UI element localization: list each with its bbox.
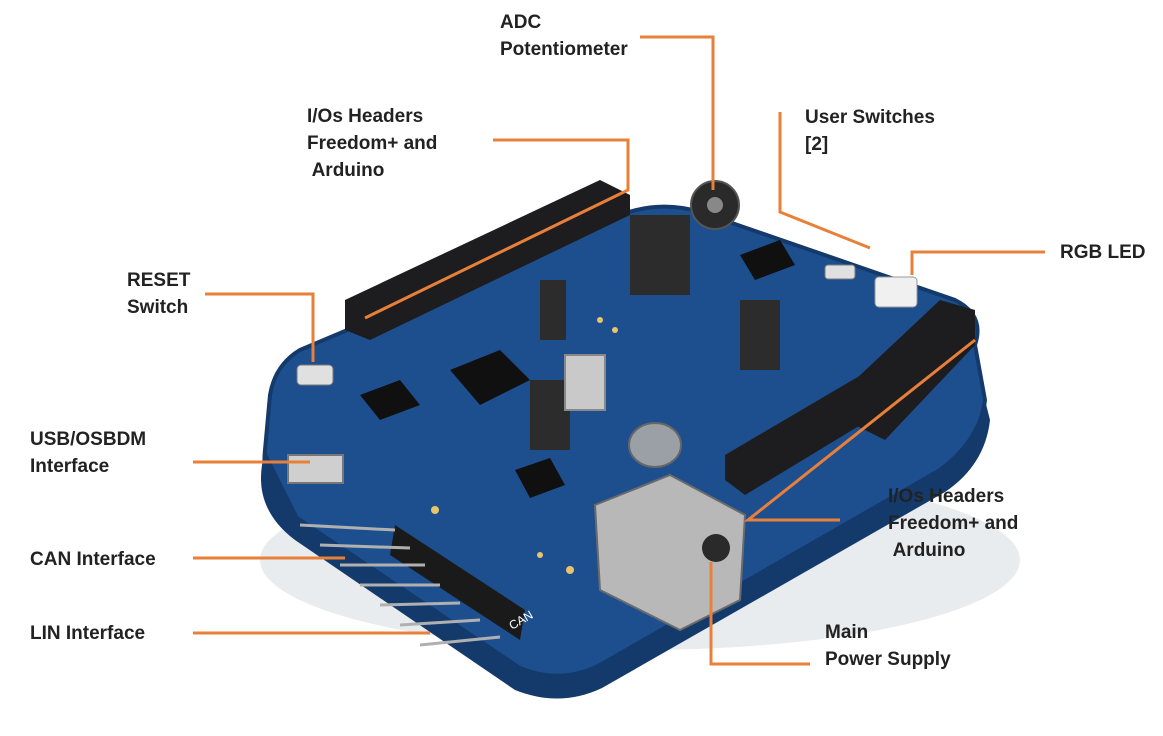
jumper-block-3 [530,380,570,450]
label-can-interface: CAN Interface [30,549,156,570]
label-adc-potentiometer: ADC Potentiometer [500,12,628,60]
rgb-led [874,276,918,308]
leader-user-switches [778,112,871,250]
chip-4 [740,240,795,280]
can-lin-connector [390,525,525,640]
lower-header [725,355,910,495]
jumper-block-2 [540,280,566,340]
crystal [564,354,606,411]
leader-adc [640,35,715,190]
label-lin-interface: LIN Interface [30,623,146,644]
leader-io-right [743,338,976,522]
chip-2 [360,380,420,420]
leader-lines [193,35,1045,666]
leader-io-top [364,138,630,320]
label-user-switches: User Switches [2] [805,107,935,155]
power-jack [593,473,747,632]
label-io-headers-right: I/Os Headers Freedom+ and Arduino [888,486,1019,561]
capacitor [628,422,682,468]
leader-power [709,562,810,666]
chip-3 [515,458,565,498]
label-usb-interface: USB/OSBDM Interface [30,429,147,477]
user-switch [824,264,856,280]
label-rgb-led: RGB LED [1060,242,1146,263]
label-io-headers-top: I/Os Headers Freedom+ and Arduino [307,106,438,181]
connector-pins [299,523,501,647]
jumper-block-4 [740,300,780,370]
small-components [431,317,618,574]
reset-switch [296,364,334,386]
label-main-power-supply: Main Power Supply [825,622,951,670]
jumper-block [630,215,690,295]
usb-port [287,454,344,484]
label-reset-switch: RESET Switch [127,270,191,318]
leader-rgb-led [910,250,1045,275]
main-chip [450,350,530,405]
leader-reset [205,292,315,362]
pcb-edge [260,400,990,699]
